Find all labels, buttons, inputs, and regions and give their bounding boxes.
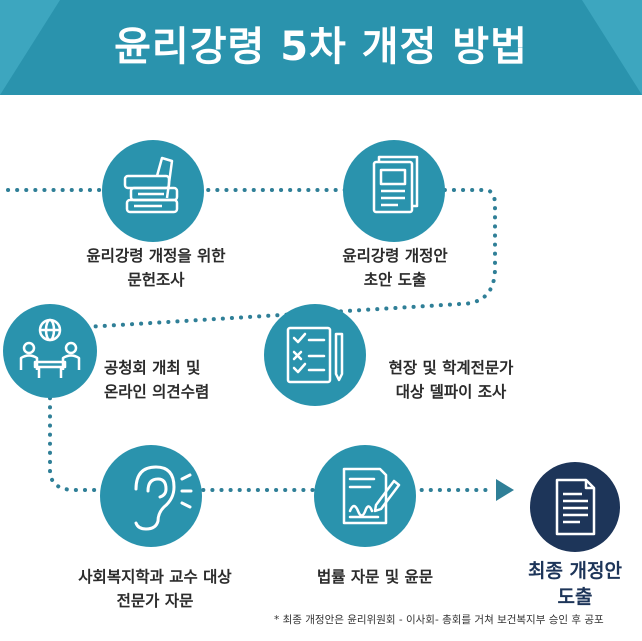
step-6-circle	[314, 445, 416, 547]
final-document-icon	[555, 478, 596, 536]
step-1-line1: 윤리강령 개정을 위한	[86, 247, 226, 265]
step-1-line2: 문헌조사	[127, 271, 185, 289]
step-1-label: 윤리강령 개정을 위한 문헌조사	[76, 244, 236, 292]
final-line1: 최종 개정안	[527, 560, 622, 582]
document-icon	[372, 155, 419, 214]
flow-arrow-head	[496, 479, 514, 501]
step-2-circle	[343, 140, 445, 242]
final-label: 최종 개정안 도출	[515, 558, 635, 610]
meeting-icon	[19, 318, 81, 378]
flow-line-top	[6, 188, 497, 330]
checklist-icon	[286, 326, 344, 384]
page-title: 윤리강령 5차 개정 방법	[114, 24, 528, 70]
signed-document-icon	[342, 467, 401, 525]
step-2-label: 윤리강령 개정안 초안 도출	[320, 244, 470, 292]
step-5-circle	[100, 445, 202, 547]
step-1-circle	[102, 140, 204, 242]
final-circle	[530, 462, 620, 552]
books-icon	[123, 156, 179, 214]
step-4-line2: 온라인 의견수렴	[104, 383, 210, 401]
step-4-circle	[3, 304, 97, 398]
step-5-line2: 전문가 자문	[116, 592, 194, 610]
header-right-decoration	[582, 0, 642, 95]
step-6-line1: 법률 자문 및 윤문	[316, 568, 433, 586]
step-3-line1: 현장 및 학계전문가	[388, 359, 514, 377]
header-left-decoration	[0, 0, 60, 95]
step-5-label: 사회복지학과 교수 대상 전문가 자문	[60, 565, 250, 613]
ear-icon	[134, 465, 193, 531]
step-5-line1: 사회복지학과 교수 대상	[78, 568, 232, 586]
step-2-line1: 윤리강령 개정안	[342, 247, 448, 265]
step-2-line2: 초안 도출	[363, 271, 427, 289]
step-3-line2: 대상 델파이 조사	[395, 383, 507, 401]
header-banner: 윤리강령 5차 개정 방법	[0, 0, 642, 95]
step-4-label: 공청회 개최 및 온라인 의견수렴	[104, 356, 254, 404]
flow-line-bottom	[48, 378, 492, 492]
final-line2: 도출	[557, 586, 593, 608]
step-3-label: 현장 및 학계전문가 대상 델파이 조사	[366, 356, 536, 404]
step-4-line1: 공청회 개최 및	[104, 359, 201, 377]
footnote: * 최종 개정안은 윤리위원회 - 이사회- 총회를 거쳐 보건복지부 승인 후…	[274, 614, 604, 626]
step-6-label: 법률 자문 및 윤문	[300, 565, 450, 589]
step-3-circle	[264, 304, 366, 406]
